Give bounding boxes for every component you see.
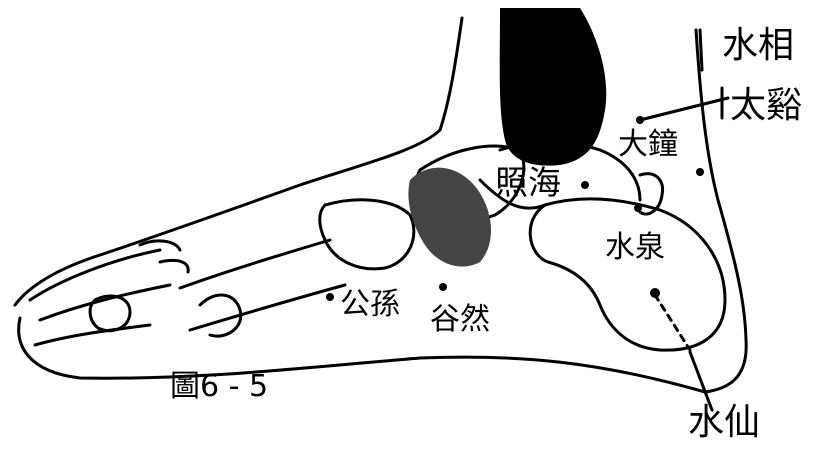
label-shuiquan: 水泉 (605, 233, 665, 263)
calcaneus-bone (530, 199, 725, 350)
label-zhaohai: 照海 (495, 166, 561, 199)
label-shuixian: 水仙 (688, 405, 760, 441)
leg-front-outline (15, 18, 462, 305)
point-dot-dazhong (696, 168, 704, 176)
label-gongsun: 公孫 (340, 290, 400, 320)
point-dot-rangu (439, 283, 447, 291)
label-rangu: 谷然 (430, 305, 490, 335)
figure-caption: 圖6 - 5 (170, 372, 268, 402)
navicular-shading (408, 168, 491, 267)
point-dot-zhaohai (581, 181, 589, 189)
label-taixi: 太谿 (730, 88, 802, 124)
label-shuixiang: 水相 (722, 28, 794, 64)
tibia-shading (500, 8, 607, 166)
label-dazhong: 大鐘 (618, 130, 678, 160)
metatarsal-bones (180, 240, 345, 336)
point-dot-taixi (636, 116, 644, 124)
point-dot-shuixian (650, 288, 660, 298)
point-dot-shuiquan (634, 204, 642, 212)
point-dot-gongsun (326, 293, 334, 301)
